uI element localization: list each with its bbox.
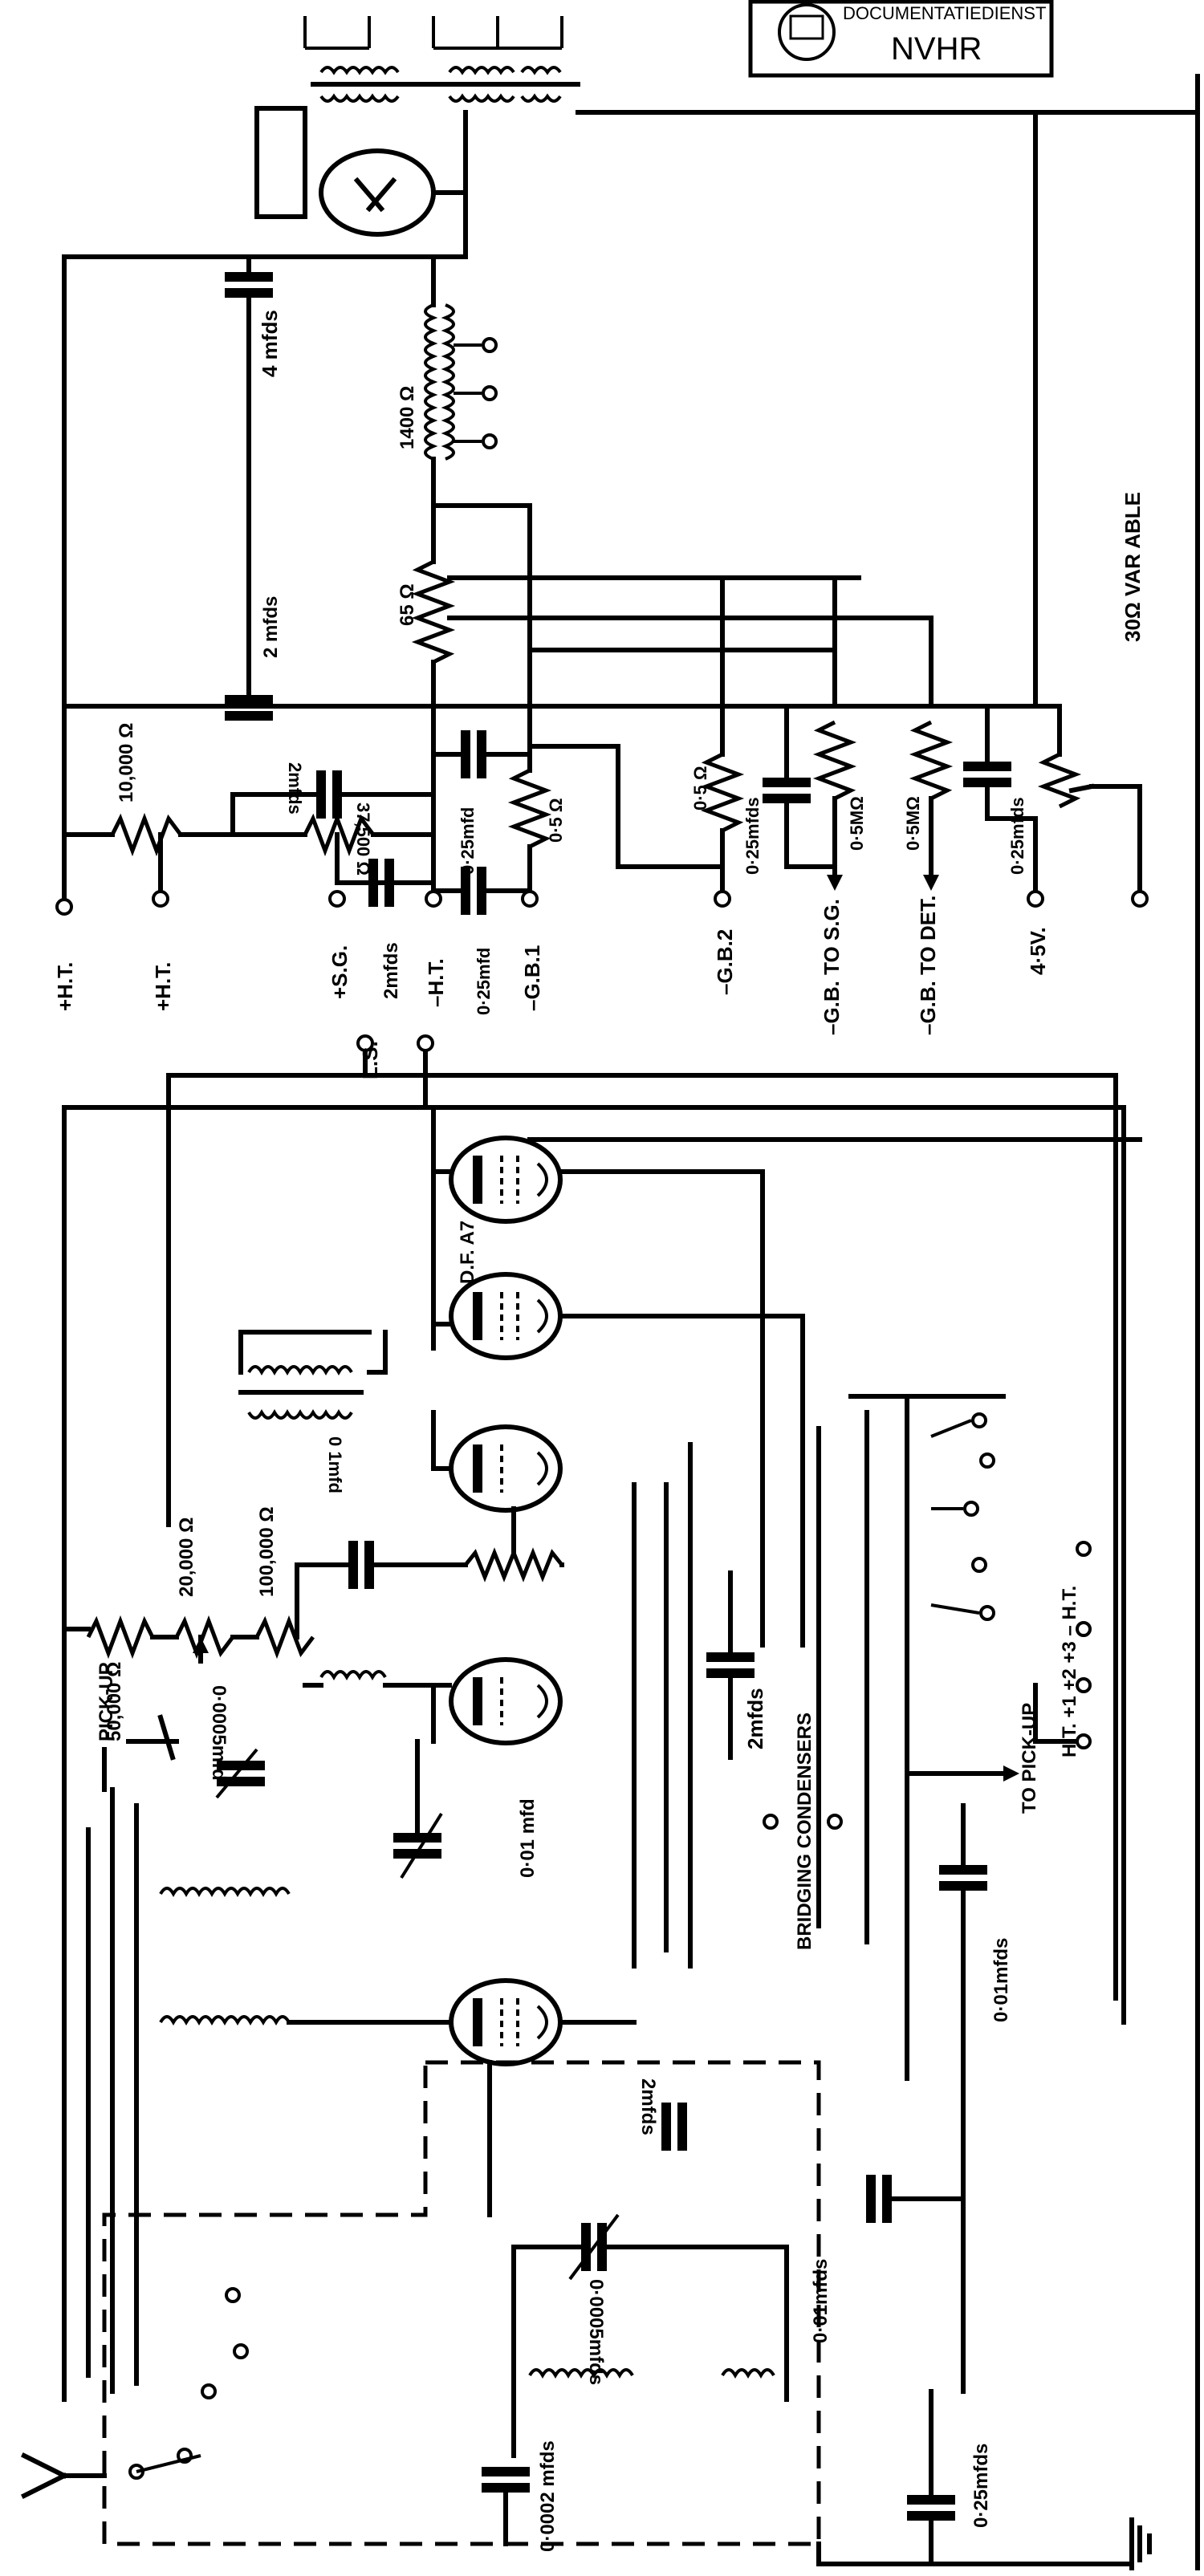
valve-5 (449, 1978, 563, 2066)
label-2mfds-sg: 2mfds (380, 942, 402, 999)
label-025mfd-b: 0·25mfd (474, 948, 494, 1015)
capacitor-4mfds (225, 254, 273, 709)
label-to-pick-up: TO PICK-UP (1019, 1703, 1040, 1814)
df-a7-valve-1 (449, 1136, 563, 1224)
terminal-ht-plus-2 (152, 890, 169, 908)
tuning-coil-1 (528, 2368, 634, 2379)
label-pick-up-top: PICK-UP (96, 1662, 117, 1741)
label-ht-plus-1: +H.T. (53, 962, 77, 1011)
label-01mfd: 0 1mfd (325, 1436, 345, 1493)
label-45v: 4·5V. (1026, 927, 1050, 975)
label-025mfd-a: 0·25mfd (458, 807, 478, 875)
terminal-ht-minus-block (1076, 1541, 1092, 1557)
resistor-65 (411, 503, 532, 725)
label-001mfds-b: 0·01mfds (810, 2259, 832, 2343)
label-ht-block: H.T. +1 +2 +3 – H.T. (1059, 1586, 1080, 1757)
rf-coil-1 (159, 1887, 291, 1898)
label-1400: 1400 Ω (397, 386, 418, 449)
mains-transformer (303, 16, 580, 103)
bridging-terminal-a (763, 1814, 779, 1830)
label-ht-plus-2: +H.T. (151, 962, 175, 1011)
label-65: 65 Ω (397, 583, 418, 626)
label-100000: 100,000 Ω (256, 1506, 278, 1597)
label-00005mfd: 0·0005mfd (208, 1685, 230, 1781)
terminal-gb1 (521, 890, 539, 908)
label-df-a7: D.F. A7 (457, 1221, 478, 1284)
terminal-ht3 (1076, 1621, 1092, 1637)
label-001mfds-a: 0·01mfds (990, 1938, 1012, 2022)
valve-3 (449, 1424, 563, 1513)
label-001mfd: 0·01 mfd (517, 1798, 539, 1878)
label-2mfds-small: 2mfds (285, 762, 305, 815)
terminal-gb2 (714, 890, 731, 908)
rf-coil-2 (159, 2015, 291, 2026)
switch-contacts (930, 1412, 995, 1621)
terminal-ht-minus (425, 890, 442, 908)
label-sg: +S.G. (327, 945, 352, 999)
label-05-a: 0·5 Ω (546, 798, 566, 843)
label-10000: 10,000 Ω (116, 723, 137, 802)
wave-switch (128, 2287, 249, 2480)
label-4mfds: 4 mfds (258, 310, 282, 377)
stamp-line1: DOCUMENTATIEDIENST (843, 3, 1046, 23)
bridging-terminal-b (827, 1814, 843, 1830)
screened-box (102, 2060, 821, 2546)
label-05-b: 0·5 Ω (690, 766, 710, 811)
label-05M-a: 0·5MΩ (847, 796, 867, 851)
interstage-transformer (238, 1365, 364, 1420)
label-50000: 50,000 Ω (104, 1662, 125, 1741)
valve-4 (449, 1657, 563, 1745)
label-2mfds-dashed: 2mfds (637, 2078, 659, 2135)
terminal-ls-b (417, 1034, 434, 1052)
terminal-45v-a (1027, 890, 1044, 908)
label-025mfds-bottom: 0·25mfds (970, 2444, 992, 2528)
terminal-sg (328, 890, 346, 908)
label-2mfds-top: 2 mfds (260, 596, 282, 658)
terminal-ht2 (1076, 1677, 1092, 1693)
nvhr-stamp: DOCUMENTATIEDIENST NVHR (748, 0, 1054, 78)
label-00005mfds: 0·0005mfds (585, 2279, 607, 2385)
choke-1400 (424, 254, 498, 508)
label-00002: 0·0002 mfds (537, 2440, 559, 2552)
stamp-line2: NVHR (891, 31, 982, 67)
rectifier-valve (319, 148, 436, 237)
terminal-ht-plus-1 (55, 898, 73, 916)
label-gb2: –G.B.2 (713, 929, 737, 995)
ground-symbol (1129, 2517, 1152, 2570)
label-20000: 20,000 Ω (176, 1518, 197, 1597)
label-bridging: BRIDGING CONDENSERS (794, 1713, 816, 1950)
df-a7-valve-2 (449, 1272, 563, 1360)
label-025mfds-c: 0·25mfds (742, 797, 763, 875)
aerial-symbol (20, 2452, 107, 2500)
capacitor-2mfds-top (225, 695, 273, 721)
label-gb-det: –G.B. TO DET. (916, 896, 940, 1035)
label-025mfds-d: 0·25mfds (1007, 797, 1027, 875)
tuning-coil-2 (721, 2368, 775, 2379)
terminal-45v-b (1131, 890, 1149, 908)
label-2mfds-mid: 2mfds (743, 1688, 767, 1749)
label-gb1: –G.B.1 (520, 945, 544, 1011)
label-gb-sg: –G.B. TO S.G. (820, 899, 844, 1035)
label-ht-minus: –H.T. (424, 958, 448, 1007)
label-05M-b: 0·5MΩ (903, 796, 923, 851)
label-var: 30Ω VAR ABLE (1121, 492, 1145, 642)
